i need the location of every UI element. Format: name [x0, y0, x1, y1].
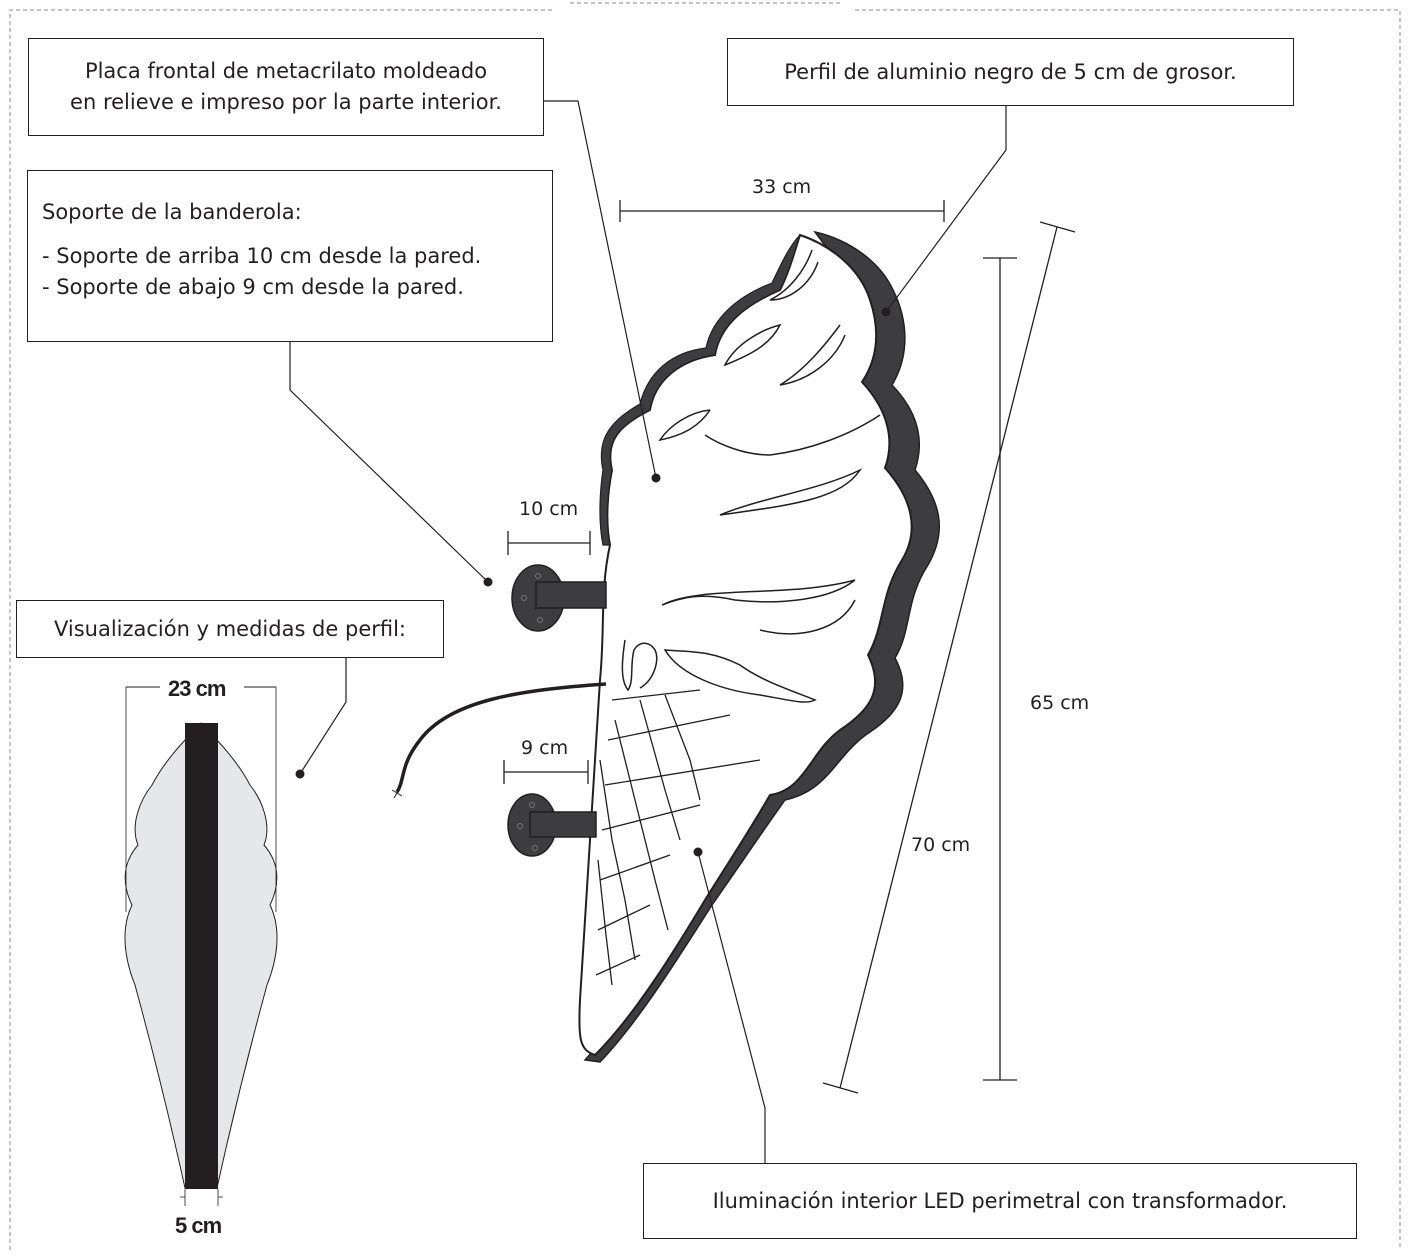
front-plate-line1: Placa frontal de metacrilato moldeado: [84, 59, 488, 83]
profile-depth-label: 5 cm: [175, 1213, 222, 1238]
profile-side-view: [124, 686, 278, 1206]
diagonal-label: 70 cm: [911, 834, 971, 856]
support-title: Soporte de la banderola:: [42, 200, 302, 224]
front-plate: [578, 233, 913, 1057]
bottom-support-label: 9 cm: [521, 737, 569, 759]
cream-swirls: [621, 249, 881, 703]
power-cable: [395, 682, 607, 793]
leader-lines: [289, 100, 1007, 1166]
dimension-lines: [503, 200, 1076, 1094]
dashed-page-border: [9, 2, 1401, 1250]
lighting-callout: Iluminación interior LED perimetral con …: [643, 1163, 1357, 1239]
support-bottom: - Soporte de abajo 9 cm desde la pared.: [42, 275, 464, 299]
front-plate-line2: en relieve e impreso por la parte interi…: [70, 90, 502, 114]
ice-cream-sign: [578, 230, 940, 1063]
plate-rim: [599, 234, 801, 546]
lighting-text: Iluminación interior LED perimetral con …: [712, 1188, 1288, 1213]
width-label: 33 cm: [752, 176, 812, 198]
profile-view-callout: Visualización y medidas de perfil:: [16, 600, 444, 658]
top-wall-bracket: [511, 564, 607, 632]
front-plate-callout: Placa frontal de metacrilato moldeado en…: [28, 38, 544, 136]
top-support-label: 10 cm: [519, 498, 579, 520]
side-view-profile-bar: [185, 723, 218, 1189]
profile-width-label: 23 cm: [168, 676, 226, 701]
support-marker: [483, 577, 493, 587]
support-callout: Soporte de la banderola: - Soporte de ar…: [27, 170, 553, 342]
profile-view-marker: [295, 769, 305, 779]
profile-text: Perfil de aluminio negro de 5 cm de gros…: [784, 59, 1237, 84]
height-label: 65 cm: [1030, 692, 1090, 714]
bottom-wall-bracket: [507, 793, 597, 857]
cable-end: [391, 787, 403, 799]
cone-lattice: [595, 689, 761, 986]
support-top: - Soporte de arriba 10 cm desde la pared…: [42, 244, 482, 268]
profile-callout: Perfil de aluminio negro de 5 cm de gros…: [727, 38, 1294, 106]
profile-view-text: Visualización y medidas de perfil:: [53, 616, 407, 641]
